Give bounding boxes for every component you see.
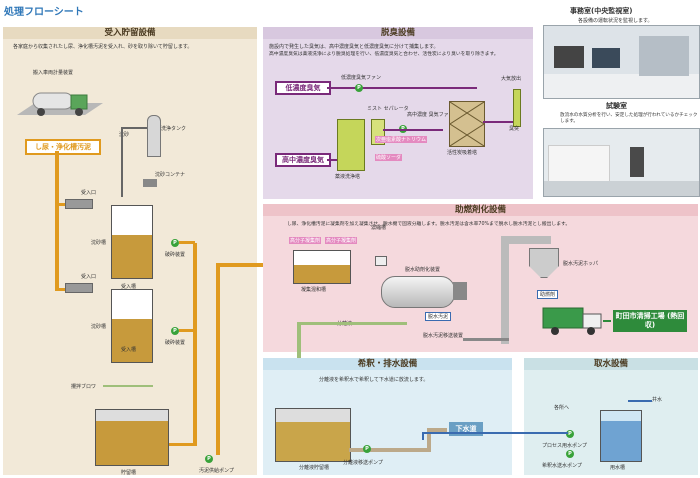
hopper-icon bbox=[529, 248, 559, 278]
floc-tank bbox=[293, 250, 351, 284]
dewater-motor bbox=[453, 282, 467, 300]
stack-label: 大気放出 bbox=[501, 76, 522, 82]
crusher-1-label: 破砕装置 bbox=[165, 252, 186, 258]
grit-hole-label: 沈砂 bbox=[119, 132, 130, 138]
dewater-drum bbox=[381, 276, 455, 308]
sludge-feed-pump-label: 汚泥供給ポンプ bbox=[199, 468, 234, 474]
storage-label: 貯留槽 bbox=[121, 470, 137, 476]
naoh-label: 次亜塩素酸ナトリウム bbox=[375, 136, 428, 143]
receiving-tank-1-label: 受入槽 bbox=[121, 284, 137, 290]
well-label: 井水 bbox=[652, 397, 663, 403]
use-label: 各所へ bbox=[554, 405, 570, 411]
receiving-tank-2 bbox=[111, 289, 153, 363]
inlet-2-label: 受入口 bbox=[81, 274, 97, 280]
exhaust-label: 臭突 bbox=[509, 126, 520, 132]
separated-storage-tank bbox=[275, 408, 351, 462]
receiving-tank-2-label: 受入槽 bbox=[121, 347, 137, 353]
deodor-title: 脱臭設備 bbox=[263, 27, 533, 39]
polymer-2-label: 高分子凝集剤 bbox=[325, 237, 358, 244]
conveyor-label: 脱水汚泥移送装置 bbox=[423, 333, 464, 339]
inlet-2-icon bbox=[65, 283, 93, 293]
dilution-desc: 分離液を希釈水で希釈して下水道に放流します。 bbox=[319, 377, 429, 383]
chem-tower-icon bbox=[337, 119, 365, 171]
fuel-desc: し尿、浄化槽汚泥に凝集剤を加え凝集させ、脱水機で固液分離します。脱水汚泥は含水率… bbox=[287, 222, 571, 227]
dilution-title: 希釈・排水設備 bbox=[263, 358, 512, 370]
lab-photo bbox=[543, 128, 700, 197]
dilution-water-pump: P bbox=[566, 450, 574, 458]
transfer-pump-label: 分離液移送ポンプ bbox=[343, 460, 383, 466]
dump-truck-icon bbox=[541, 304, 605, 338]
deodor-desc-2: 高中濃度臭気は薬液洗浄により脱臭処理を行い、低濃度臭気と合わせ、活性炭により臭い… bbox=[269, 52, 499, 57]
low-fan-label: 低濃度臭気ファン bbox=[341, 75, 382, 81]
dewater-label: 脱水助剤化装置 bbox=[405, 267, 441, 273]
lab-title: 試験室 bbox=[606, 102, 627, 110]
intake-title: 取水設備 bbox=[524, 358, 698, 370]
grit-container-label: 沈砂コンテナ bbox=[155, 172, 186, 178]
floc-tank-label: 凝集混和槽 bbox=[301, 287, 327, 293]
high-fan-label: 高中濃度 臭気ファン bbox=[407, 112, 454, 118]
lab-desc: 放流水の水質分析を行い、安定した処理が行われているかチェックします。 bbox=[560, 113, 698, 124]
receiving-title: 受入貯留設備 bbox=[3, 27, 257, 39]
carbon-label: 活性炭吸着塔 bbox=[447, 150, 478, 156]
transfer-pump: P bbox=[363, 445, 371, 453]
water-tank-label: 用水槽 bbox=[610, 465, 626, 471]
sludge-feed-pump: P bbox=[205, 455, 213, 463]
concentrate-icon bbox=[375, 256, 387, 266]
office-title: 事務室(中央監視室) bbox=[570, 7, 633, 15]
carbon-tower-icon bbox=[449, 101, 485, 147]
crusher-1-pump: P bbox=[171, 239, 179, 247]
dilution-water-pump-label: 希釈水送水ポンプ bbox=[542, 463, 582, 469]
storage-tank bbox=[95, 409, 169, 466]
hopper-label: 脱水汚泥ホッパ bbox=[563, 261, 599, 267]
cake-label: 脱水汚泥 bbox=[425, 312, 452, 321]
water-tank bbox=[600, 410, 642, 462]
low-fan-icon: P bbox=[355, 84, 363, 92]
blower-label: 攪拌ブロワ bbox=[71, 384, 97, 390]
office-desc: 各設備の運転状況を監視します。 bbox=[578, 18, 653, 24]
fuel-tag: 助燃剤 bbox=[537, 290, 559, 299]
intake-panel: 取水設備 井水 各所へ 用水槽 P プロセス用水ポンプ P 希釈水送水ポンプ bbox=[524, 358, 698, 475]
fuel-title: 助燃剤化設備 bbox=[263, 204, 698, 216]
separated-storage-label: 分離液貯留槽 bbox=[299, 465, 330, 471]
page-title: 処理フローシート bbox=[4, 7, 84, 18]
process-pump-label: プロセス用水ポンプ bbox=[542, 443, 587, 449]
grit-basin-2-label: 沈砂槽 bbox=[91, 324, 107, 330]
exhaust-stack-icon bbox=[513, 89, 521, 127]
high-gas-tag: 高中濃度臭気 bbox=[275, 153, 331, 167]
dilution-panel: 希釈・排水設備 分離液を希釈水で希釈して下水道に放流します。 分離液貯留槽 P … bbox=[263, 358, 512, 475]
chem-tower-label: 薬液洗浄塔 bbox=[335, 174, 361, 180]
polymer-1-label: 高分子凝集剤 bbox=[289, 237, 322, 244]
fuel-panel: 助燃剤化設備 し尿、浄化槽汚泥に凝集剤を加え凝集させ、脱水機で固液分離します。脱… bbox=[263, 204, 698, 362]
process-pump: P bbox=[566, 430, 574, 438]
inlet-1-icon bbox=[65, 199, 93, 209]
h2so4-label: 硫酸ソーダ bbox=[375, 154, 403, 161]
grit-basin-1-label: 沈砂槽 bbox=[91, 240, 107, 246]
receiving-tank-1 bbox=[111, 205, 153, 279]
inlet-1-label: 受入口 bbox=[81, 190, 97, 196]
mist-sep-label: ミスト セパレータ bbox=[367, 106, 409, 112]
grit-wash-tank-icon bbox=[147, 115, 161, 157]
truck-scale-label: 搬入車両計量装置 bbox=[33, 70, 74, 76]
crusher-2-label: 破砕装置 bbox=[165, 340, 186, 346]
deodor-desc-1: 施設内で発生した臭気は、高中濃度臭気と低濃度臭気に分けて捕集します。 bbox=[269, 44, 439, 50]
office-photo bbox=[543, 25, 700, 99]
receiving-desc: 各家庭から収集されたし尿、浄化槽汚泥を受入れ、砂を取り除いて貯留します。 bbox=[13, 44, 193, 50]
truck-icon bbox=[15, 85, 105, 130]
receiving-panel: 受入貯留設備 各家庭から収集されたし尿、浄化槽汚泥を受入れ、砂を取り除いて貯留し… bbox=[3, 27, 257, 476]
crusher-2-pump: P bbox=[171, 327, 179, 335]
grit-container-icon bbox=[143, 179, 157, 187]
grit-wash-tank-label: 沈砂洗浄タンク bbox=[151, 126, 187, 132]
destination-tag: 町田市清掃工場 (熱回収) bbox=[613, 310, 687, 332]
concentrate-label: 濃縮槽 bbox=[371, 225, 387, 231]
low-gas-tag: 低濃度臭気 bbox=[275, 81, 331, 95]
deodor-panel: 脱臭設備 施設内で発生した臭気は、高中濃度臭気と低濃度臭気に分けて捕集します。 … bbox=[263, 27, 533, 199]
source-label: し尿・浄化槽汚泥 bbox=[25, 139, 101, 155]
